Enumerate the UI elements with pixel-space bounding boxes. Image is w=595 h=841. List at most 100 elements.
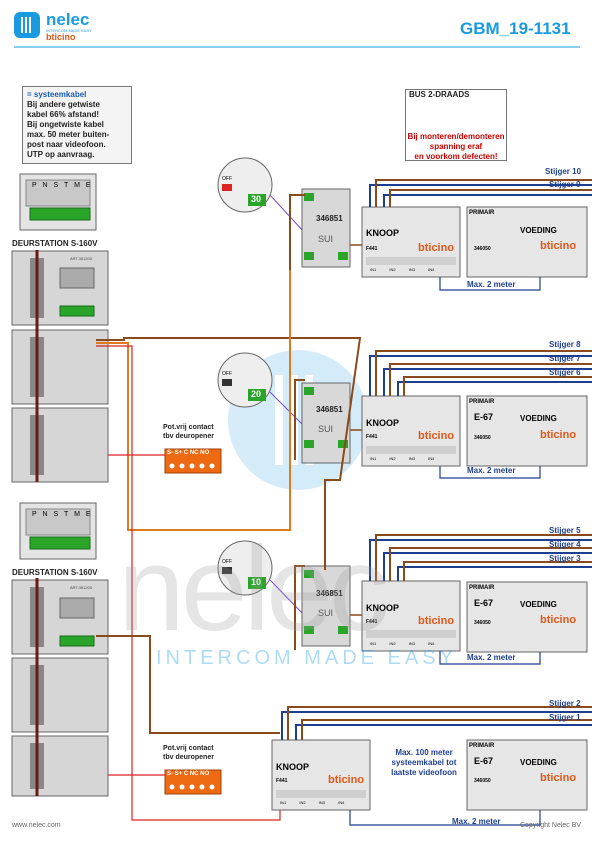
dip-switch-circle-1	[217, 157, 273, 213]
watermark-tagline: INTERCOM MADE EASY	[156, 647, 457, 669]
knoop-module-4	[271, 739, 371, 811]
relay-label-1b: tbv deuropener	[163, 433, 214, 440]
cable-note-line: max. 50 meter buiten-	[27, 130, 110, 139]
keypad-key: S	[53, 182, 61, 189]
keypad-key: P	[32, 511, 39, 518]
max-distance-label: Max. 2 meter	[452, 817, 501, 826]
psu-brand-4: bticino	[540, 772, 577, 784]
knoop-code-4: F441	[276, 778, 288, 784]
cable-note-line: UTP op aanvraag.	[27, 150, 95, 159]
bus-warning-line: spanning eraf	[429, 142, 483, 151]
knoop-inputs-2: IN1 IN2 IN3 IN4	[370, 456, 434, 461]
door-station-label-1: DEURSTATION S-160V	[12, 239, 98, 248]
riser-label: Stijger 1	[549, 713, 581, 722]
bus-title: BUS 2-DRAADS	[409, 90, 470, 99]
door-station-1	[11, 173, 109, 483]
keypad-key: T	[64, 511, 71, 518]
interface-module-2	[301, 382, 351, 464]
knoop-inputs-1: IN1 IN2 IN3 IN4	[370, 267, 434, 272]
relay-block-1	[164, 448, 222, 474]
knoop-title-4: KNOOP	[276, 762, 310, 772]
knoop-title-2: KNOOP	[366, 418, 400, 428]
doc-code: GBM_19-1131	[460, 19, 571, 38]
riser-label: Stijger 2	[549, 699, 581, 708]
cable-note-line: post naar videofoon.	[27, 140, 106, 149]
relay-label-2b: tbv deuropener	[163, 754, 214, 761]
bus-warning-line: Bij monteren/demonteren	[407, 132, 505, 141]
psu-brand-3: bticino	[540, 614, 577, 626]
knoop-module-3	[361, 580, 461, 652]
keypad-key: N	[42, 511, 50, 518]
watermark-brand: nelec	[118, 522, 389, 656]
knoop-inputs-3: IN1 IN2 IN3 IN4	[370, 641, 434, 646]
knoop-input-label: IN4	[338, 800, 345, 805]
bus-warning-line: en voorkom defecten!	[414, 152, 498, 161]
knoop-title-1: KNOOP	[366, 228, 400, 238]
psu-code-1: 346050	[474, 246, 491, 252]
knoop-input-label: IN2	[389, 641, 396, 646]
psu-title-1: VOEDING	[520, 226, 557, 235]
psu-primair-2: PRIMAIR	[469, 399, 495, 405]
riser-label: Stijger 5	[549, 526, 581, 535]
relay-pins-2: S- S+ C NC NO	[167, 771, 210, 777]
cable-legend: = systeemkabel	[27, 90, 87, 99]
knoop-inputs-4: IN1 IN2 IN3 IN4	[280, 800, 344, 805]
riser-label: Stijger 9	[549, 180, 581, 189]
keypad-key: S	[53, 511, 61, 518]
psu-title-2: VOEDING	[520, 414, 557, 423]
interface-code-1: 346851	[316, 214, 343, 223]
dip-pointer-3	[269, 579, 305, 616]
knoop-input-label: IN3	[408, 267, 415, 272]
psu-primair-1: PRIMAIR	[469, 210, 495, 216]
dip-value-2: 20	[251, 389, 262, 399]
long-distance-note: Max. 100 meter systeemkabel tot laatste …	[384, 748, 464, 778]
knoop-brand-2: bticino	[418, 430, 455, 442]
psu-model-4: E-67	[474, 756, 494, 766]
keypad-key: E	[85, 511, 93, 518]
power-supply-2	[466, 395, 588, 467]
footer-copyright: Copyright Nelec BV	[520, 822, 582, 829]
interface-module-1	[301, 188, 351, 268]
partner-logo: bticino	[46, 32, 76, 42]
knoop-input-label: IN3	[318, 800, 325, 805]
knoop-input-label: IN4	[428, 641, 435, 646]
knoop-input-label: IN3	[408, 456, 415, 461]
interface-code-2: 346851	[316, 405, 343, 414]
knoop-input-label: IN2	[389, 456, 396, 461]
interface-label-1: SUI	[318, 234, 334, 244]
knoop-module-2	[361, 395, 461, 467]
knoop-module-1	[361, 206, 461, 278]
max-distance-label: Max. 2 meter	[467, 466, 516, 475]
module-code-2: ART.351200	[70, 585, 92, 590]
footer-website: www.nelec.com	[12, 822, 61, 829]
riser-label: Stijger 4	[549, 540, 581, 549]
keypad-key: T	[64, 182, 71, 189]
psu-brand-2: bticino	[540, 429, 577, 441]
keypad-key: E	[85, 182, 93, 189]
max-distance-label: Max. 2 meter	[467, 653, 516, 662]
power-supply-4	[466, 739, 588, 811]
knoop-input-label: IN4	[428, 267, 435, 272]
psu-brand-1: bticino	[540, 240, 577, 252]
knoop-code-2: F441	[366, 434, 378, 440]
brand-name: nelec	[46, 10, 90, 29]
long-note-line: Max. 100 meter	[395, 748, 453, 757]
keypad-key: N	[42, 182, 50, 189]
keypad-key: P	[32, 182, 39, 189]
knoop-input-label: IN3	[408, 641, 415, 646]
relay-pins-1: S- S+ C NC NO	[167, 450, 210, 456]
system-cables	[96, 179, 592, 826]
keypad-labels-2: P N S T M E	[32, 511, 93, 518]
interface-label-2: SUI	[318, 424, 334, 434]
relay-label-2a: Pot.vrij contact	[163, 745, 214, 752]
dip-pointer-2	[269, 391, 305, 427]
power-supply-3	[466, 581, 588, 653]
riser-label: Stijger 10	[545, 167, 582, 176]
knoop-input-label: IN1	[370, 456, 377, 461]
brand-tagline: INTERCOM MADE EASY	[46, 28, 92, 33]
riser-label: Stijger 3	[549, 554, 581, 563]
long-note-line: systeemkabel tot	[391, 758, 457, 767]
dip-value-1: 30	[251, 194, 262, 204]
riser-label: Stijger 8	[549, 340, 581, 349]
